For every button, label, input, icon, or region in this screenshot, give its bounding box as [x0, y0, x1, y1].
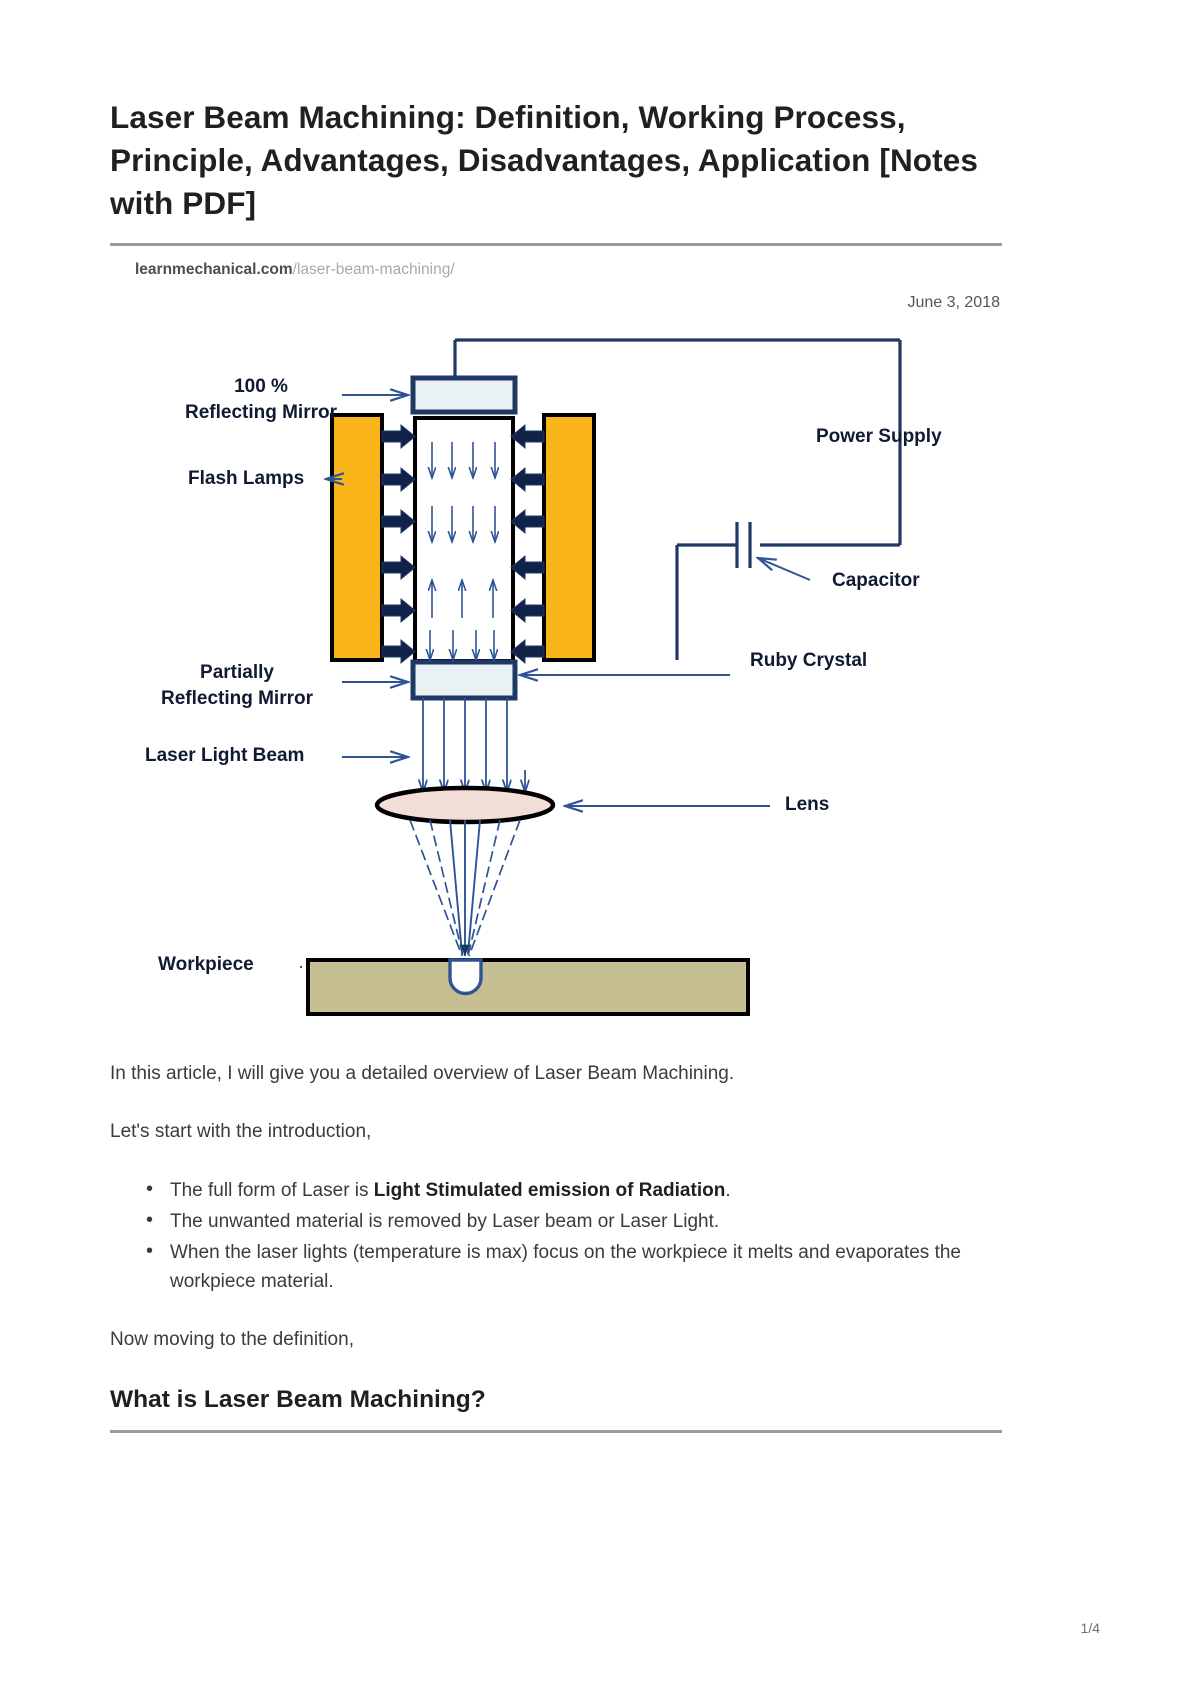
article-body: In this article, I will give you a detai…: [110, 1060, 1002, 1433]
source-domain: learnmechanical.com: [135, 261, 293, 278]
intro-paragraph: In this article, I will give you a detai…: [110, 1063, 735, 1084]
source-url[interactable]: learnmechanical.com/laser-beam-machining…: [110, 260, 1002, 280]
publish-date: June 3, 2018: [907, 294, 1000, 311]
bullet-text-pre: The unwanted material is removed by Lase…: [170, 1211, 720, 1232]
label-reflecting-mirror-line2: Reflecting Mirror: [184, 402, 338, 423]
bullet-text-pre: The full form of Laser is: [170, 1180, 374, 1201]
list-item: The unwanted material is removed by Lase…: [146, 1206, 1002, 1236]
lead-paragraph: Let's start with the introduction,: [110, 1121, 372, 1142]
label-flash-lamps: Flash Lamps: [188, 468, 305, 489]
label-capacitor: Capacitor: [832, 570, 920, 591]
label-laser-light-beam: Laser Light Beam: [145, 745, 305, 766]
document-content: Laser Beam Machining: Definition, Workin…: [110, 96, 1002, 1433]
intro-bullet-list: The full form of Laser is Light Stimulat…: [110, 1175, 1002, 1296]
label-reflecting-mirror-line1: 100 %: [234, 376, 288, 397]
section-divider: [110, 1430, 1002, 1433]
list-item: When the laser lights (temperature is ma…: [146, 1237, 1002, 1296]
list-item: The full form of Laser is Light Stimulat…: [146, 1175, 1002, 1205]
label-partial-mirror-line2: Reflecting Mirror: [160, 688, 314, 709]
laser-beam-machining-diagram: 100 % Reflecting Mirror Flash Lamps Part…: [110, 330, 1002, 1050]
bullet-text-bold: Light Stimulated emission of Radiation: [373, 1180, 726, 1201]
label-partially-reflecting-mirror: Partially Reflecting Mirror: [132, 660, 342, 712]
source-path: /laser-beam-machining/: [292, 261, 455, 278]
section-heading: What is Laser Beam Machining?: [110, 1386, 486, 1413]
closing-paragraph: Now moving to the definition,: [110, 1329, 354, 1350]
label-partial-mirror-line1: Partially: [200, 662, 274, 683]
label-reflecting-mirror: 100 % Reflecting Mirror: [176, 374, 346, 426]
label-ruby-crystal: Ruby Crystal: [750, 650, 868, 671]
label-power-supply: Power Supply: [816, 426, 942, 447]
bullet-text-post: .: [725, 1180, 731, 1201]
label-workpiece: Workpiece: [158, 954, 254, 975]
title-divider: [110, 243, 1002, 246]
label-lens: Lens: [785, 794, 830, 815]
page-title: Laser Beam Machining: Definition, Workin…: [110, 99, 978, 221]
bullet-text-pre: When the laser lights (temperature is ma…: [170, 1242, 961, 1292]
page-number: 1/4: [1080, 1620, 1100, 1636]
